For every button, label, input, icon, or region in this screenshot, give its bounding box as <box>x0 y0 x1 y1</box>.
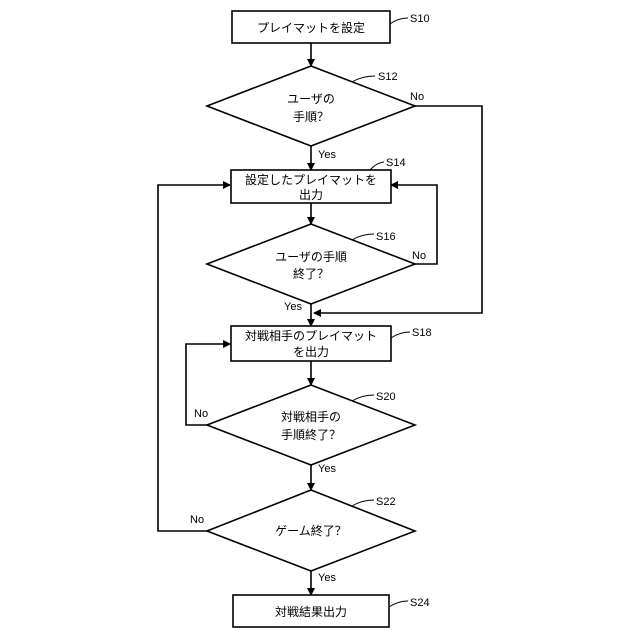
step-s10: プレイマットを設定 S10 <box>232 11 430 43</box>
branch-no-label: No <box>410 91 424 103</box>
branch-yes-label: Yes <box>318 572 336 584</box>
leader-line <box>391 332 410 338</box>
step-id: S12 <box>378 71 398 83</box>
leader-line <box>390 18 408 24</box>
step-s22: ゲーム終了？ S22 No Yes <box>190 490 415 584</box>
leader-line <box>352 76 375 82</box>
step-s12: ユーザの 手順？ S12 No Yes <box>207 66 424 161</box>
step-s16: ユーザの手順 終了？ S16 No Yes <box>207 224 426 313</box>
step-label: 対戦結果出力 <box>275 605 347 619</box>
step-label-line2: 手順終了？ <box>281 427 341 442</box>
step-label-line2: 手順？ <box>293 110 329 124</box>
step-label-line2: 出力 <box>299 188 323 202</box>
step-id: S20 <box>376 391 396 403</box>
step-label-line1: ユーザの手順 <box>275 250 347 264</box>
step-id: S22 <box>376 496 396 508</box>
step-s24: 対戦結果出力 S24 <box>233 595 430 627</box>
branch-yes-label: Yes <box>318 463 336 475</box>
step-id: S16 <box>376 231 396 243</box>
leader-line <box>352 500 374 506</box>
leader-line <box>370 162 384 170</box>
step-s14: 設定したプレイマットを 出力 S14 <box>231 157 406 203</box>
step-label-line1: 対戦相手のプレイマット <box>245 329 377 343</box>
step-id: S10 <box>410 13 430 25</box>
branch-no-label: No <box>194 408 208 420</box>
step-id: S24 <box>410 597 430 609</box>
branch-yes-label: Yes <box>284 301 302 313</box>
arrow-s22-no <box>158 185 230 531</box>
leader-line <box>352 234 374 240</box>
step-label-line2: を出力 <box>293 345 329 359</box>
step-label-line2: 終了？ <box>293 266 329 281</box>
leader-line <box>389 601 408 607</box>
step-id: S18 <box>412 327 432 339</box>
step-s20: 対戦相手の 手順終了？ S20 No Yes <box>194 385 415 475</box>
branch-no-label: No <box>412 250 426 262</box>
step-label-line1: 設定したプレイマットを <box>245 172 377 187</box>
step-s18: 対戦相手のプレイマット を出力 S18 <box>231 326 432 361</box>
step-label-line1: 対戦相手の <box>281 410 341 424</box>
step-label-line1: ユーザの <box>287 92 335 106</box>
step-label: プレイマットを設定 <box>257 20 365 35</box>
step-id: S14 <box>386 157 406 169</box>
step-label: ゲーム終了？ <box>275 523 347 538</box>
branch-no-label: No <box>190 514 204 526</box>
branch-yes-label: Yes <box>318 149 336 161</box>
leader-line <box>352 395 374 401</box>
